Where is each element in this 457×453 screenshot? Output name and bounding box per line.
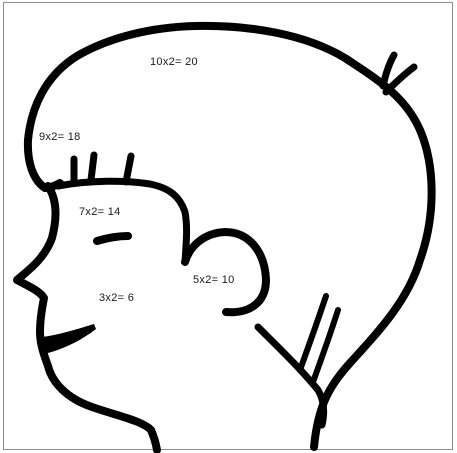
ear	[185, 232, 266, 312]
equation-seven: 7x2= 14	[79, 206, 121, 218]
eyebrow	[97, 236, 128, 241]
hairline	[58, 181, 187, 262]
equation-three: 3x2= 6	[99, 292, 134, 304]
equation-five: 5x2= 10	[193, 274, 235, 286]
head-outline	[28, 26, 432, 447]
equation-nine: 9x2= 18	[39, 131, 81, 143]
forehead-line	[17, 186, 157, 450]
mouth	[42, 324, 96, 354]
equation-ten: 10x2= 20	[150, 56, 198, 68]
hair-strand-2	[91, 155, 94, 180]
hair-strand-3	[126, 156, 131, 182]
